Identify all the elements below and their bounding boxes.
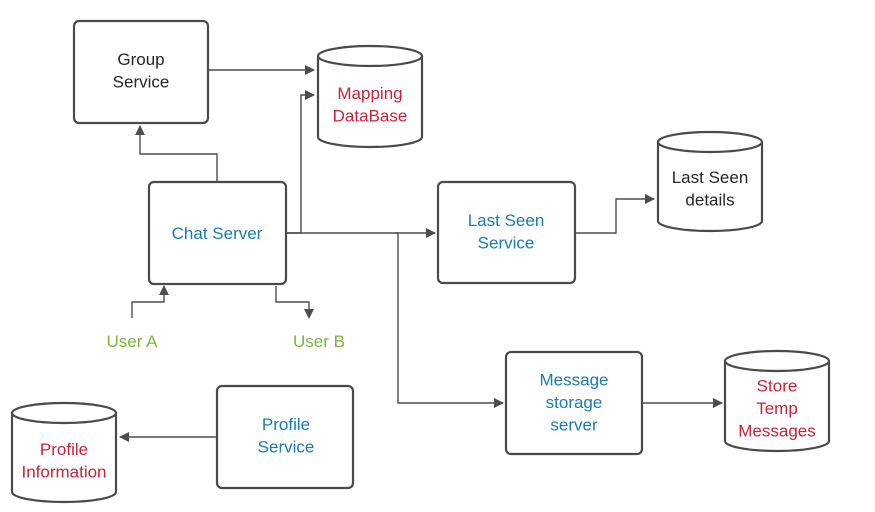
last-seen-db-line: details xyxy=(685,190,734,209)
group-service-line: Service xyxy=(113,72,170,91)
message-storage-server-node: Message storage server xyxy=(504,350,644,456)
last-seen-service-line: Service xyxy=(478,233,535,252)
last-seen-service-line: Last Seen xyxy=(468,211,545,230)
temp-messages-db-line: Temp xyxy=(756,399,798,418)
user-a-label: User A xyxy=(106,332,158,351)
mapping-db-line: DataBase xyxy=(333,106,408,125)
user-a-line: User A xyxy=(106,332,158,351)
profile-service-line: Profile xyxy=(262,415,310,434)
message-storage-server-line: server xyxy=(550,416,598,435)
message-storage-server-label: Message storage server xyxy=(540,371,609,435)
chat-server-node: Chat Server xyxy=(147,180,288,286)
connectors xyxy=(119,65,723,442)
last-seen-db-line: Last Seen xyxy=(672,168,749,187)
last-seen-details-node: Last Seen details xyxy=(656,130,764,233)
group-service-line: Group xyxy=(117,50,164,69)
edge-chat-to-message-storage xyxy=(395,232,504,408)
message-storage-server-line: Message xyxy=(540,371,609,390)
edge-chat-to-group xyxy=(135,125,218,182)
edge-chat-to-userb xyxy=(275,286,314,319)
temp-messages-db-line: Store xyxy=(757,377,798,396)
profile-service-line: Service xyxy=(258,437,315,456)
temp-messages-db-line: Messages xyxy=(738,422,815,441)
edge-usera-to-chat xyxy=(131,285,169,318)
mapping-db-line: Mapping xyxy=(337,84,402,103)
edge-lastseen-to-details xyxy=(576,194,655,234)
last-seen-details-label: Last Seen details xyxy=(672,168,749,210)
user-b-line: User B xyxy=(293,332,345,351)
profile-db-line: Profile xyxy=(40,440,88,459)
user-b-label: User B xyxy=(293,332,345,351)
edge-chat-to-mapping xyxy=(287,90,315,234)
profile-db-line: Information xyxy=(21,462,106,481)
chat-server-label: Chat Server xyxy=(172,224,263,243)
message-storage-server-line: storage xyxy=(546,393,603,412)
chat-server-line: Chat Server xyxy=(172,224,263,243)
